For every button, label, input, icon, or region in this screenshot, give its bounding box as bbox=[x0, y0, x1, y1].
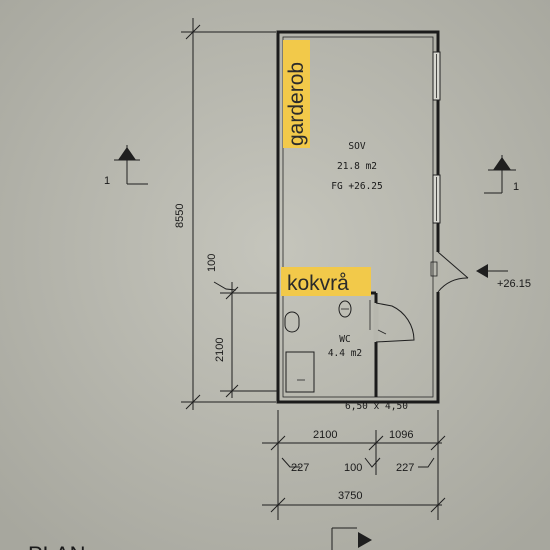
room-wc-name: WC bbox=[339, 334, 350, 345]
section-mark-left: 1 bbox=[104, 145, 148, 187]
shower-tray bbox=[285, 351, 315, 393]
dim-total-height: 8550 bbox=[174, 204, 186, 228]
wc-fixtures bbox=[284, 300, 352, 393]
section-mark-bottom bbox=[331, 527, 372, 550]
sink bbox=[338, 300, 352, 318]
section-mark-right: 1 bbox=[484, 155, 519, 194]
toilet bbox=[284, 311, 300, 333]
section-left-label: 1 bbox=[104, 175, 110, 187]
entrance-arrow bbox=[476, 264, 508, 278]
dim-width-wc: 2100 bbox=[313, 429, 337, 441]
dim-wc-height: 2100 bbox=[214, 338, 226, 362]
garderob-highlight bbox=[283, 40, 310, 148]
entrance-door bbox=[430, 251, 469, 293]
room-sov-area: 21.8 m2 bbox=[337, 161, 377, 172]
vertical-dimensions: 8550 2100 100 bbox=[174, 18, 278, 410]
dim-right-227: 227 bbox=[396, 462, 414, 474]
dim-wall-100: 100 bbox=[206, 254, 218, 272]
room-wc: WC 4.4 m2 bbox=[328, 334, 362, 359]
kokvra-label: kokvrå bbox=[287, 272, 349, 295]
dim-width-right: 1096 bbox=[389, 429, 413, 441]
kokvra-highlight bbox=[281, 267, 371, 296]
section-right-label: 1 bbox=[513, 181, 519, 193]
small-bottom-label: 6,50 x 4,50 bbox=[345, 401, 408, 412]
wc-door bbox=[373, 302, 415, 343]
garderob-label: garderob bbox=[285, 62, 308, 146]
room-sov: SOV 21.8 m2 FG +26.25 bbox=[331, 141, 382, 192]
horizontal-dimensions: 2100 1096 227 100 227 3750 bbox=[262, 410, 446, 520]
dim-mid-100: 100 bbox=[344, 462, 362, 474]
dim-total-width: 3750 bbox=[338, 490, 362, 502]
plan-title: PLAN bbox=[28, 542, 85, 550]
room-sov-level: FG +26.25 bbox=[331, 181, 382, 192]
room-wc-area: 4.4 m2 bbox=[328, 348, 362, 359]
room-sov-name: SOV bbox=[348, 141, 365, 152]
entrance-level: +26.15 bbox=[497, 278, 531, 290]
windows bbox=[432, 51, 441, 224]
dim-left-227: 227 bbox=[291, 462, 309, 474]
